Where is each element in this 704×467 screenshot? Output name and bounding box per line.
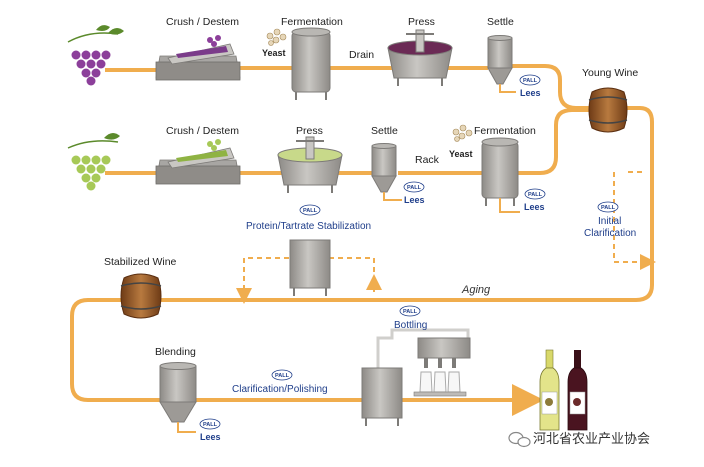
label-crush-destem-white: Crush / Destem — [166, 125, 239, 137]
pall-logo-icon: PALL — [399, 305, 421, 317]
pall-logo-icon: PALL — [199, 418, 221, 430]
lees-blending: Lees — [200, 432, 221, 442]
lees-settle-white: Lees — [404, 195, 425, 205]
svg-text:PALL: PALL — [275, 373, 290, 379]
label-press-white: Press — [296, 125, 323, 137]
yeast-icon-red — [266, 28, 287, 46]
svg-text:PALL: PALL — [523, 78, 538, 84]
label-clarification: Clarification — [584, 228, 636, 239]
wine-bottle-icon-white — [539, 349, 560, 431]
stabilization-tank — [289, 239, 331, 296]
dashed-loops — [236, 171, 656, 304]
svg-text:PALL: PALL — [203, 422, 218, 428]
pall-logo-icon: PALL — [597, 201, 619, 213]
polishing-tank — [361, 367, 403, 426]
lees-fermentation-white: Lees — [524, 202, 545, 212]
label-initial: Initial — [598, 216, 621, 227]
crusher-destemmer-red — [155, 35, 241, 81]
settle-tank-white — [371, 143, 402, 201]
label-yeast-red: Yeast — [262, 48, 286, 58]
watermark-text: 河北省农业产业协会 — [533, 432, 650, 447]
svg-text:PALL: PALL — [407, 185, 422, 191]
yeast-icon-white — [452, 124, 473, 142]
svg-text:PALL: PALL — [528, 192, 543, 198]
label-rack: Rack — [415, 154, 440, 166]
label-young-wine: Young Wine — [582, 67, 638, 79]
blending-tank — [159, 362, 197, 433]
pall-logo-icon: PALL — [403, 181, 425, 193]
wechat-icon — [508, 431, 531, 448]
label-aging: Aging — [461, 284, 491, 296]
white-grape-cluster-icon — [67, 132, 120, 191]
svg-text:PALL: PALL — [601, 205, 616, 211]
crusher-destemmer-white — [155, 139, 241, 185]
svg-text:PALL: PALL — [403, 309, 418, 315]
barrel-icon-young-wine — [588, 87, 628, 133]
svg-text:PALL: PALL — [303, 208, 318, 214]
process-pipes — [70, 64, 654, 416]
press-red — [387, 29, 453, 86]
label-drain: Drain — [349, 49, 374, 61]
fermentation-tank-red — [291, 27, 331, 100]
wine-bottle-icon-red — [567, 350, 588, 431]
red-grape-cluster-icon — [67, 25, 124, 86]
pall-logo-icon: PALL — [299, 204, 321, 216]
label-settle-red: Settle — [487, 16, 514, 28]
label-fermentation-white: Fermentation — [474, 125, 536, 137]
label-yeast-white: Yeast — [449, 149, 473, 159]
label-stabilized-wine: Stabilized Wine — [104, 256, 177, 268]
label-protein-tartrate: Protein/Tartrate Stabilization — [246, 221, 371, 232]
pall-logo-icon: PALL — [271, 369, 293, 381]
press-white — [277, 136, 343, 193]
settle-tank-red — [487, 35, 516, 93]
label-clarification-polishing: Clarification/Polishing — [232, 384, 328, 395]
label-press-red: Press — [408, 16, 435, 28]
bottling-machine — [413, 337, 471, 397]
label-bottling: Bottling — [394, 320, 427, 331]
fermentation-tank-white — [481, 137, 520, 213]
label-settle-white: Settle — [371, 125, 398, 137]
label-fermentation-red: Fermentation — [281, 16, 343, 28]
label-crush-destem-red: Crush / Destem — [166, 16, 239, 28]
barrel-icon-stabilized-wine — [120, 273, 162, 319]
lees-settle-red: Lees — [520, 88, 541, 98]
pall-logo-icon: PALL — [524, 188, 546, 200]
label-blending: Blending — [155, 346, 196, 358]
pall-logo-icon: PALL — [519, 74, 541, 86]
